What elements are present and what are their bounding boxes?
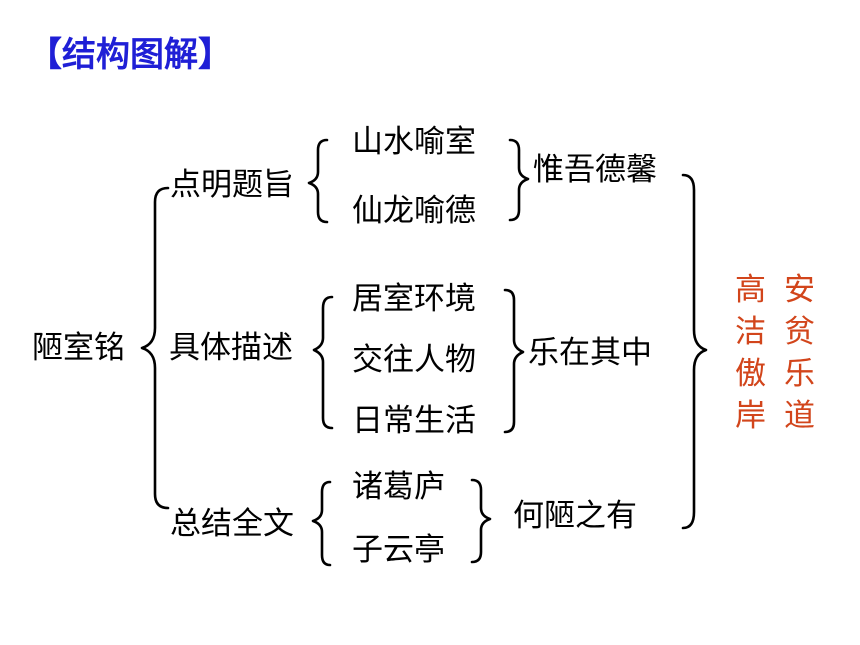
section-item: 日常生活 [352,403,476,439]
conclusion-char: 傲 [735,356,766,392]
conclusion-char: 道 [784,398,815,434]
section-summary: 惟吾德馨 [533,152,657,188]
section1-right-brace [508,138,530,222]
section-item: 山水喻室 [352,124,476,160]
section1-left-brace [307,138,329,224]
section3-left-brace [311,480,332,567]
conclusion-brace [681,173,708,530]
root-label: 陋室铭 [32,330,125,366]
section-heading: 总结全文 [170,506,294,542]
diagram-title: 【结构图解】 [28,35,232,75]
section-item: 诸葛庐 [352,469,445,505]
section-heading: 点明题旨 [170,167,294,203]
section2-right-brace [503,288,525,434]
section-summary: 乐在其中 [528,335,652,371]
root-brace [140,186,170,510]
section-item: 仙龙喻德 [352,193,476,229]
section2-left-brace [312,295,334,430]
section-item: 居室环境 [352,281,476,317]
conclusion-char: 乐 [784,356,815,392]
conclusion-char: 高 [735,272,766,308]
section-item: 交往人物 [352,342,476,378]
conclusion-char: 贫 [784,314,815,350]
section3-right-brace [470,478,492,564]
conclusion-char: 洁 [735,314,766,350]
section-summary: 何陋之有 [513,498,637,534]
section-item: 子云亭 [352,532,445,568]
conclusion-char: 安 [784,272,815,308]
section-heading: 具体描述 [169,330,293,366]
conclusion-char: 岸 [735,398,766,434]
